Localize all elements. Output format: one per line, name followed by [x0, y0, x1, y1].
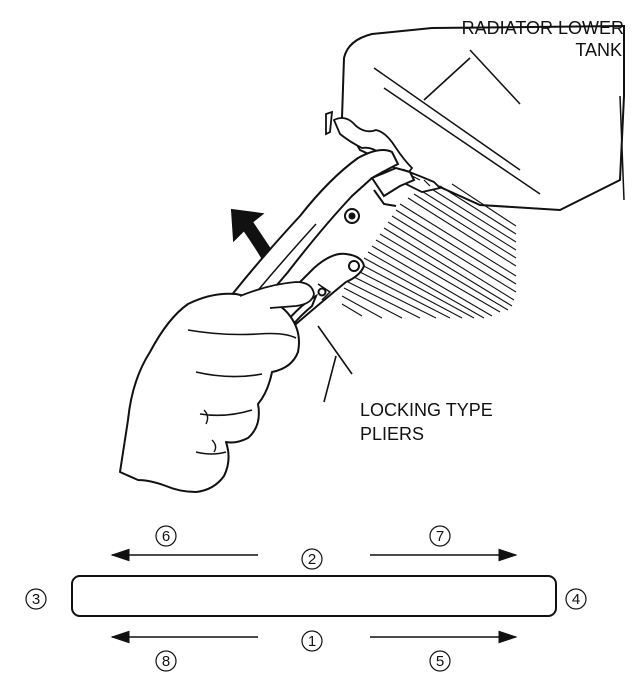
step-7-label: 7: [436, 528, 444, 545]
label-radiator-tank: TANK: [575, 40, 622, 60]
hand: [119, 281, 315, 493]
tank-outline-bar: [71, 575, 557, 617]
circle-step-6: [155, 525, 177, 547]
crimp-sequence-diagram: 6 2 7 3 4 1 8 5: [25, 525, 587, 672]
circle-step-4: [565, 588, 587, 610]
label-locking-type: LOCKING TYPE: [360, 400, 493, 420]
step-2-label: 2: [308, 551, 316, 568]
rotation-arrow: [230, 208, 278, 270]
leader-lines: [317, 57, 471, 403]
step-8-label: 8: [162, 653, 170, 670]
radiator-lower-tank: [340, 24, 625, 212]
circle-step-2: [301, 548, 323, 570]
step-4-label: 4: [572, 591, 580, 608]
radiator-core-fins: [341, 183, 517, 319]
circle-step-1: [301, 630, 323, 652]
label-radiator-lower: RADIATOR LOWER: [462, 18, 624, 38]
circle-step-7: [429, 525, 451, 547]
pliers-leader-line: [317, 325, 353, 375]
label-pliers: PLIERS: [360, 424, 424, 444]
circle-step-5: [429, 650, 451, 672]
step-3-label: 3: [32, 591, 40, 608]
step-6-label: 6: [162, 528, 170, 545]
circle-step-8: [155, 650, 177, 672]
step-5-label: 5: [436, 653, 444, 670]
radiator-leader-line: [423, 57, 471, 101]
circle-step-3: [25, 588, 47, 610]
step-1-label: 1: [308, 633, 316, 650]
